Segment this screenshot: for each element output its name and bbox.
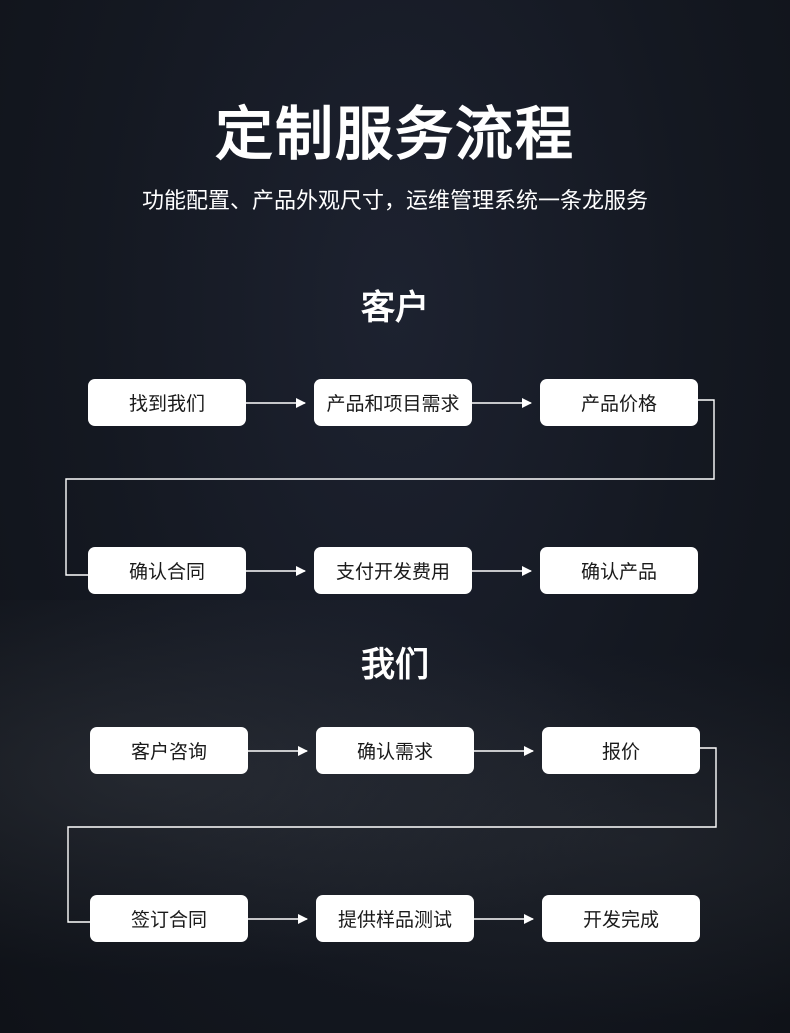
us-step-2: 确认需求	[316, 727, 474, 774]
us-step-6: 开发完成	[542, 895, 700, 942]
customer-step-1: 找到我们	[88, 379, 246, 426]
customer-step-3: 产品价格	[540, 379, 698, 426]
section-heading-customer: 客户	[361, 288, 429, 328]
us-step-5: 提供样品测试	[316, 895, 474, 942]
us-step-4: 签订合同	[90, 895, 248, 942]
customer-step-4: 确认合同	[88, 547, 246, 594]
us-step-1: 客户咨询	[90, 727, 248, 774]
customer-step-6: 确认产品	[540, 547, 698, 594]
us-step-3: 报价	[542, 727, 700, 774]
section-heading-us: 我们	[361, 645, 429, 685]
customer-step-2: 产品和项目需求	[314, 379, 472, 426]
page-title: 定制服务流程	[214, 100, 575, 168]
page-subtitle: 功能配置、产品外观尺寸，运维管理系统一条龙服务	[141, 189, 648, 214]
customer-step-5: 支付开发费用	[314, 547, 472, 594]
